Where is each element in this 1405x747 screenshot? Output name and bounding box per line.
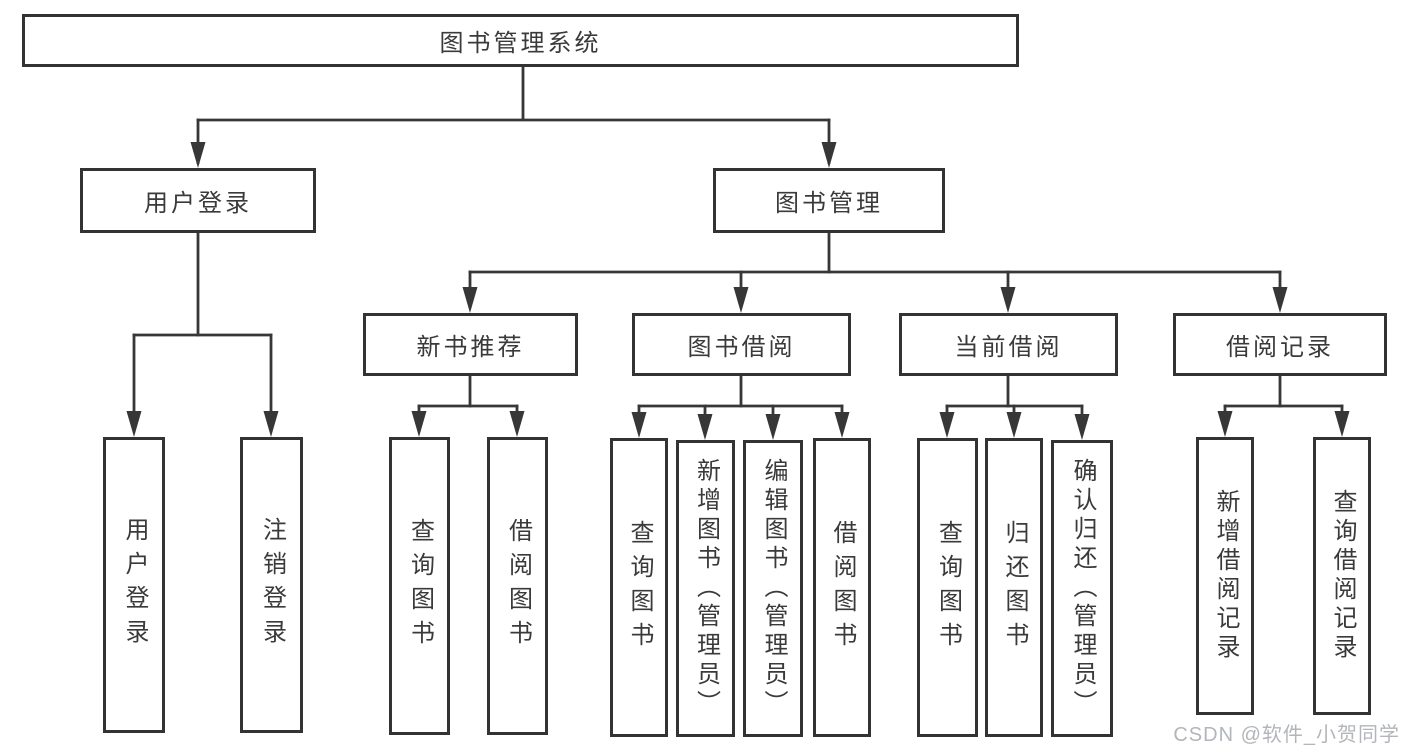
leaf-add-borrow-record-label: 新增借阅记录 (1212, 489, 1239, 663)
leaf-query-book-current-label: 查询图书 (934, 519, 962, 656)
leaf-borrow-book-borrow-label: 借阅图书 (829, 519, 856, 656)
leaf-query-book-borrow-label: 查询图书 (626, 519, 653, 656)
leaf-borrow-book-newrec: 借阅图书 (487, 437, 548, 735)
leaf-query-borrow-record-label: 查询借阅记录 (1329, 489, 1356, 663)
leaf-query-borrow-record: 查询借阅记录 (1313, 437, 1371, 715)
node-borrow-records: 借阅记录 (1173, 313, 1387, 376)
node-book-borrow: 图书借阅 (632, 313, 851, 376)
node-user-login: 用户登录 (80, 168, 316, 233)
leaf-edit-book-admin-label: 编辑图书（管理员） (760, 458, 787, 719)
node-book-borrow-label: 图书借阅 (687, 334, 796, 361)
leaf-user-login-label: 用户登录 (121, 517, 148, 653)
leaf-query-book-newrec: 查询图书 (389, 437, 450, 735)
node-root-label: 图书管理系统 (439, 30, 602, 57)
node-borrow-records-label: 借阅记录 (1226, 334, 1334, 361)
node-current-borrow-label: 当前借阅 (954, 334, 1063, 361)
node-user-login-label: 用户登录 (144, 190, 252, 217)
leaf-return-book-label: 归还图书 (1001, 519, 1028, 656)
csdn-watermark: CSDN @软件_小贺同学 (1173, 724, 1400, 746)
arrowheads (126, 142, 1350, 440)
leaf-user-login: 用户登录 (103, 437, 165, 733)
leaf-confirm-return-admin-label: 确认归还（管理员） (1069, 458, 1096, 719)
leaf-return-book: 归还图书 (985, 438, 1043, 737)
leaf-edit-book-admin: 编辑图书（管理员） (743, 440, 803, 737)
leaf-add-book-admin-label: 新增图书（管理员） (692, 458, 720, 719)
leaf-confirm-return-admin: 确认归还（管理员） (1051, 440, 1113, 737)
node-current-borrow: 当前借阅 (899, 313, 1118, 376)
leaf-query-book-newrec-label: 查询图书 (406, 518, 434, 654)
node-new-book-recommend: 新书推荐 (363, 313, 578, 376)
leaf-add-book-admin: 新增图书（管理员） (676, 440, 735, 737)
node-root: 图书管理系统 (22, 14, 1019, 67)
leaf-query-book-current: 查询图书 (917, 438, 978, 737)
leaf-borrow-book-borrow: 借阅图书 (813, 438, 871, 737)
leaf-query-book-borrow: 查询图书 (610, 438, 668, 737)
leaf-borrow-book-newrec-label: 借阅图书 (504, 518, 532, 654)
node-book-management: 图书管理 (713, 168, 945, 233)
leaf-logout: 注销登录 (240, 437, 303, 733)
leaf-add-borrow-record: 新增借阅记录 (1196, 437, 1254, 715)
leaf-logout-label: 注销登录 (258, 517, 286, 653)
node-new-book-recommend-label: 新书推荐 (416, 334, 525, 361)
node-book-management-label: 图书管理 (775, 190, 883, 217)
